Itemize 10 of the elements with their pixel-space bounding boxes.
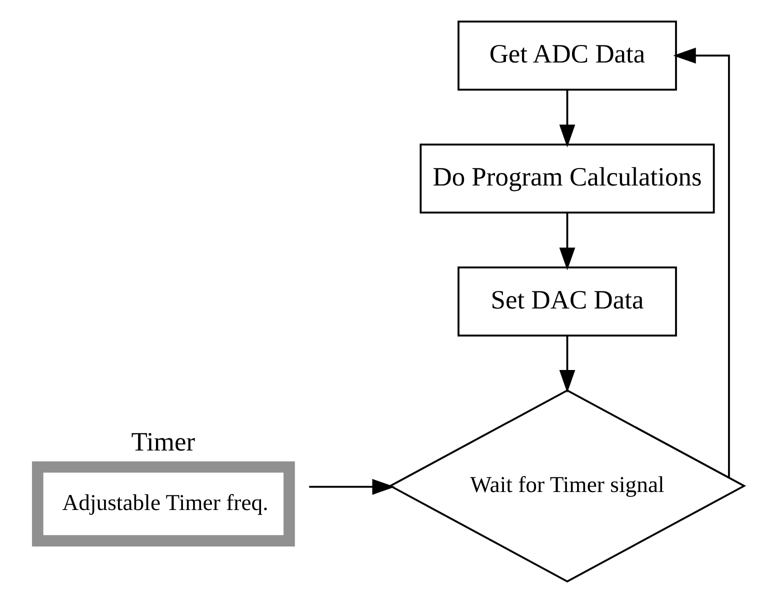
arrow bbox=[309, 478, 395, 495]
node-box: Get ADC Data bbox=[458, 20, 677, 91]
arrow bbox=[559, 90, 576, 148]
node-label: Timer bbox=[131, 426, 196, 456]
arrow bbox=[559, 212, 576, 270]
node-diamond: Wait for Timer signal bbox=[388, 389, 746, 582]
arrow bbox=[673, 48, 730, 478]
node-box: Set DAC Data bbox=[458, 266, 677, 336]
arrow bbox=[559, 336, 576, 393]
node-box: Do Program Calculations bbox=[420, 144, 715, 214]
